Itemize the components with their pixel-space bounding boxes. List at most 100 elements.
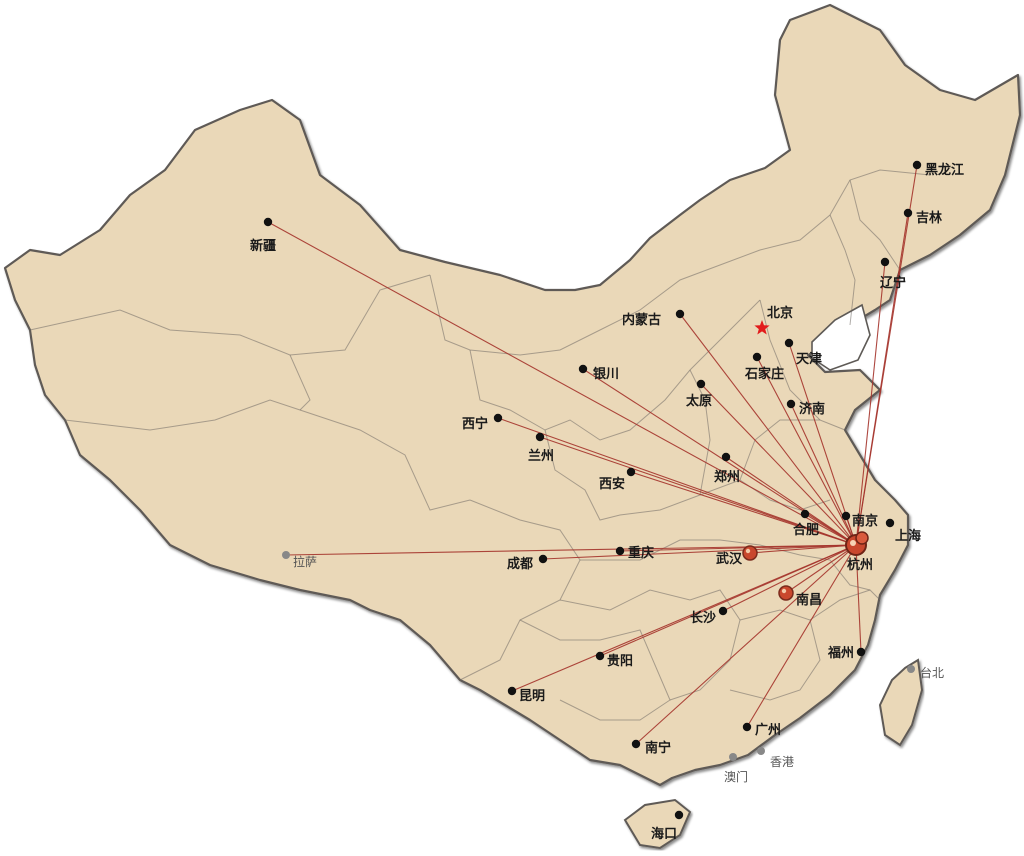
city-label: 南宁 — [645, 740, 671, 756]
taiwan-island — [878, 658, 924, 747]
city-dot[interactable] — [912, 160, 922, 170]
route-line — [722, 544, 857, 612]
special-city-marker-highlight — [781, 588, 787, 594]
capital-label: 北京 — [767, 305, 793, 321]
city-dot[interactable] — [578, 364, 588, 374]
city-label: 兰州 — [528, 448, 554, 464]
city-dot[interactable] — [535, 432, 545, 442]
route-line — [542, 544, 857, 560]
route-line — [855, 261, 886, 546]
capital-star-icon[interactable] — [754, 320, 770, 335]
city-dot[interactable] — [674, 810, 684, 820]
bohai-sea — [811, 303, 871, 371]
route-line — [630, 471, 857, 546]
city-dot[interactable] — [696, 379, 706, 389]
city-label: 西安 — [599, 476, 625, 492]
route-line — [539, 436, 857, 546]
city-dot[interactable] — [721, 452, 731, 462]
city-dot[interactable] — [718, 606, 728, 616]
route-line — [756, 356, 857, 546]
special-city-marker[interactable] — [742, 545, 758, 561]
city-label: 太原 — [685, 393, 712, 409]
city-dot[interactable] — [626, 467, 636, 477]
hub-label: 杭州 — [847, 557, 873, 573]
region-label: 香港 — [770, 755, 794, 769]
city-label: 济南 — [799, 401, 825, 417]
route-line — [855, 212, 909, 546]
city-label: 石家庄 — [744, 366, 784, 382]
city-dot[interactable] — [856, 647, 866, 657]
route-line — [497, 417, 857, 546]
city-dot[interactable] — [903, 208, 913, 218]
region-dot[interactable] — [757, 747, 765, 755]
city-label: 新疆 — [250, 238, 276, 254]
city-dot[interactable] — [880, 257, 890, 267]
city-dot[interactable] — [885, 518, 895, 528]
city-dot[interactable] — [742, 722, 752, 732]
city-label: 吉林 — [916, 210, 942, 226]
route-line — [700, 383, 857, 546]
city-dot[interactable] — [841, 511, 851, 521]
special-city-marker-highlight — [745, 548, 751, 554]
city-label: 黑龙江 — [925, 162, 964, 178]
city-label: 南京 — [852, 513, 878, 529]
route-line — [635, 544, 857, 745]
region-dot[interactable] — [729, 753, 737, 761]
hub-marker-highlight — [850, 540, 856, 546]
city-dot[interactable] — [538, 554, 548, 564]
route-line — [790, 403, 857, 546]
city-label: 上海 — [895, 528, 921, 544]
city-markers — [263, 160, 922, 820]
route-line — [785, 544, 857, 594]
route-line — [267, 221, 857, 546]
route-line — [746, 544, 857, 728]
city-label: 郑州 — [714, 469, 740, 485]
route-line — [788, 342, 857, 546]
city-dot[interactable] — [263, 217, 273, 227]
city-label: 福州 — [827, 645, 854, 661]
city-label: 合肥 — [793, 522, 819, 538]
route-line — [855, 544, 862, 653]
special-city-marker[interactable] — [778, 585, 794, 601]
city-label: 西宁 — [462, 416, 488, 432]
city-label: 海口 — [651, 826, 677, 842]
city-label: 成都 — [507, 556, 533, 572]
city-dot[interactable] — [631, 739, 641, 749]
special-city-label: 南昌 — [796, 592, 822, 608]
city-dot[interactable] — [675, 309, 685, 319]
hub-marker-accent — [855, 531, 869, 545]
city-label: 重庆 — [628, 545, 654, 561]
route-line — [679, 313, 857, 546]
city-label: 长沙 — [690, 610, 716, 626]
city-dot[interactable] — [800, 509, 810, 519]
route-line — [582, 368, 857, 546]
city-dot[interactable] — [786, 399, 796, 409]
city-dot[interactable] — [493, 413, 503, 423]
city-label: 银川 — [593, 366, 619, 382]
region-label: 澳门 — [724, 769, 748, 784]
city-label: 内蒙古 — [622, 312, 661, 328]
province-boundaries — [29, 169, 931, 721]
region-label: 台北 — [920, 665, 944, 680]
special-city-label: 武汉 — [716, 551, 743, 567]
city-dot[interactable] — [507, 686, 517, 696]
route-line — [511, 544, 857, 692]
region-dot[interactable] — [907, 665, 915, 673]
city-label: 天津 — [796, 351, 822, 367]
city-dot[interactable] — [784, 338, 794, 348]
region-dot[interactable] — [282, 551, 290, 559]
route-line — [725, 456, 857, 546]
region-label: 拉萨 — [293, 554, 317, 569]
city-label: 昆明 — [519, 688, 545, 704]
city-dot[interactable] — [752, 352, 762, 362]
city-dot[interactable] — [615, 546, 625, 556]
city-label: 贵阳 — [607, 653, 633, 669]
mainland-outline — [3, 3, 1022, 787]
city-dot[interactable] — [595, 651, 605, 661]
route-line — [285, 544, 857, 556]
city-label: 广州 — [755, 722, 781, 738]
city-label: 辽宁 — [880, 275, 906, 291]
hainan-island — [623, 798, 692, 850]
